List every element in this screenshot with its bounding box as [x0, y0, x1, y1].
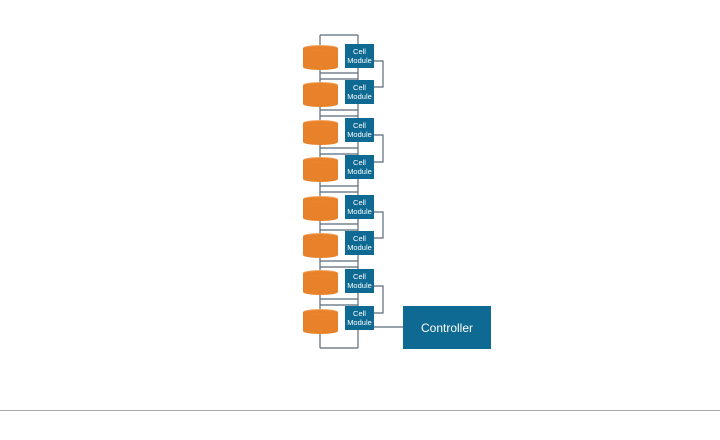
module-label-line2: Module — [347, 318, 372, 327]
cell-modules: CellModuleCellModuleCellModuleCellModule… — [345, 44, 374, 330]
battery-cell — [303, 157, 338, 182]
module-label-line2: Module — [347, 92, 372, 101]
module-label-line2: Module — [347, 56, 372, 65]
module-label-line1: Cell — [353, 158, 366, 167]
battery-cell — [303, 82, 338, 107]
battery-cell — [303, 45, 338, 70]
module-link-wire — [374, 134, 384, 163]
module-link-wire — [374, 285, 384, 314]
module-label-line1: Cell — [353, 272, 366, 281]
module-label-line2: Module — [347, 281, 372, 290]
controller-group: Controller — [403, 306, 491, 349]
battery-cell — [303, 270, 338, 295]
battery-cell — [303, 233, 338, 258]
module-label-line1: Cell — [353, 309, 366, 318]
divider-line — [0, 410, 720, 411]
battery-cell — [303, 120, 338, 145]
battery-cells — [303, 45, 338, 334]
module-link-wire — [374, 211, 384, 239]
module-label-line1: Cell — [353, 121, 366, 130]
module-label-line1: Cell — [353, 83, 366, 92]
module-label-line2: Module — [347, 243, 372, 252]
module-label-line1: Cell — [353, 234, 366, 243]
module-label-line2: Module — [347, 130, 372, 139]
controller-box[interactable] — [403, 306, 491, 349]
battery-cell — [303, 196, 338, 221]
battery-cell — [303, 309, 338, 334]
module-link-wire — [374, 60, 384, 88]
module-label-line2: Module — [347, 207, 372, 216]
module-label-line2: Module — [347, 167, 372, 176]
module-label-line1: Cell — [353, 47, 366, 56]
controller-label: Controller — [421, 321, 473, 335]
module-label-line1: Cell — [353, 198, 366, 207]
